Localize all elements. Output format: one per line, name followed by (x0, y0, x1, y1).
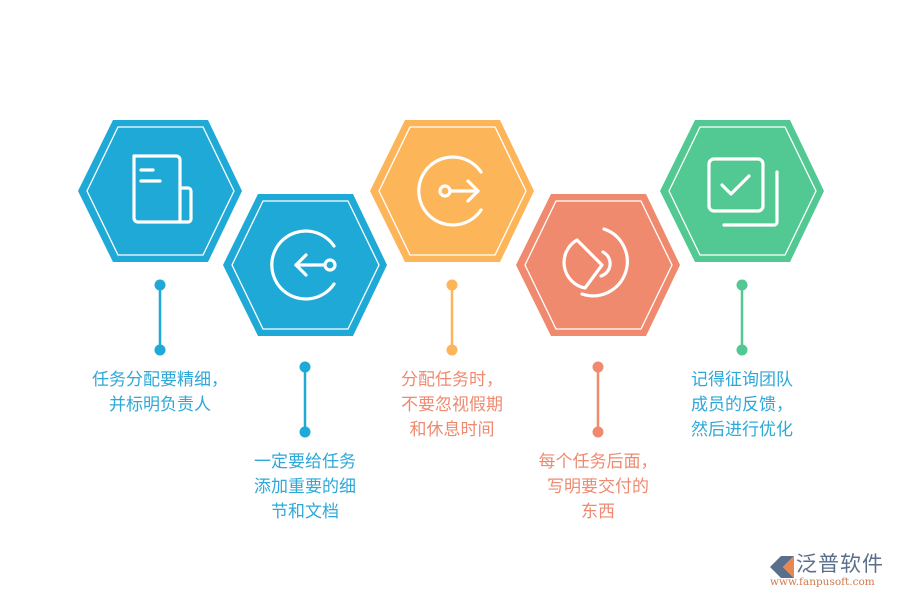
arrow-right-circle-icon (417, 155, 483, 227)
step-4-line-1: 每个任务后面， (538, 452, 658, 472)
step-5-connector (736, 279, 748, 356)
step-4-hexagon (516, 194, 680, 336)
step-4-label: 每个任务后面， 写明要交付的 东西 (498, 450, 698, 525)
logo-url-text: www.fanpusoft.com (770, 576, 875, 588)
step-5-line-2: 成员的反馈， (691, 395, 793, 415)
step-1-label: 任务分配要精细， 并标明负责人 (60, 368, 260, 418)
step-2-hexagon (223, 194, 387, 336)
step-4-line-2: 写明要交付的 (547, 477, 649, 497)
step-2-connector (299, 361, 311, 438)
step-5-label: 记得征询团队 成员的反馈， 然后进行优化 (642, 368, 842, 443)
step-2-label: 一定要给任务 添加重要的细 节和文档 (205, 450, 405, 525)
logo-mark-icon (770, 556, 794, 578)
step-3-line-2: 不要忽视假期 (401, 395, 503, 415)
document-icon (132, 154, 193, 224)
pie-chart-icon (562, 227, 629, 298)
step-3-line-1: 分配任务时， (401, 370, 503, 390)
step-3-hexagon (370, 120, 534, 262)
step-4-line-3: 东西 (581, 502, 615, 522)
step-1-hexagon (78, 120, 242, 262)
step-5-line-3: 然后进行优化 (691, 420, 793, 440)
step-3-connector (446, 279, 458, 356)
checkbox-stack-icon (707, 157, 779, 227)
step-2-line-2: 添加重要的细 (254, 477, 356, 497)
logo-brand-text: 泛普软件 (796, 552, 884, 576)
step-5-hexagon (660, 120, 824, 262)
step-2-line-1: 一定要给任务 (254, 452, 356, 472)
watermark-logo: 泛普软件 www.fanpusoft.com (766, 548, 896, 594)
step-3-line-3: 和休息时间 (409, 420, 495, 440)
step-5-line-1: 记得征询团队 (691, 370, 793, 390)
step-1-connector (154, 279, 166, 356)
arrow-left-circle-icon (270, 229, 337, 301)
step-4-connector (592, 361, 604, 438)
step-3-label: 分配任务时， 不要忽视假期 和休息时间 (352, 368, 552, 443)
step-2-line-3: 节和文档 (271, 502, 339, 522)
step-1-line-1: 任务分配要精细， (92, 370, 228, 390)
step-1-line-2: 并标明负责人 (109, 395, 211, 415)
